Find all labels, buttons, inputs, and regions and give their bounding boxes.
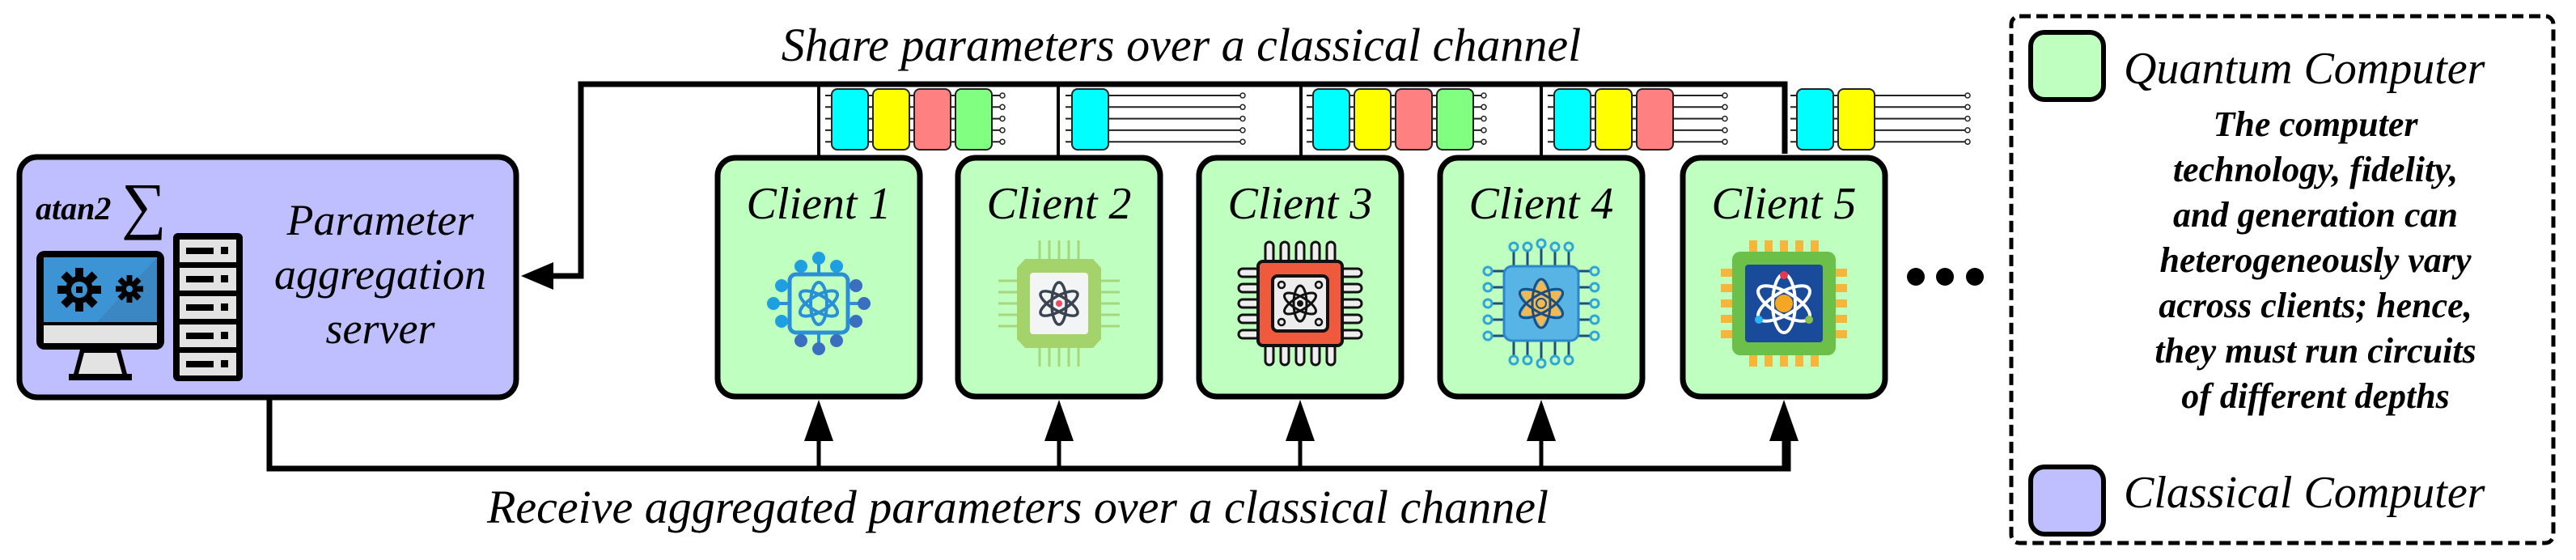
server-label-line-2: aggregation <box>274 250 486 299</box>
receive-arrowhead <box>1527 400 1556 441</box>
receive-channel <box>266 399 1799 472</box>
wire-end-marker <box>1239 127 1246 134</box>
top-caption: Share parameters over a classical channe… <box>782 19 1582 71</box>
wire-end-marker <box>1239 115 1246 122</box>
atan2-formula: atan2 <box>36 190 111 227</box>
server-rack-icon <box>173 233 243 381</box>
client-circuit-2 <box>1066 88 1246 151</box>
wire-end-marker <box>1239 92 1246 99</box>
gate-red <box>1395 88 1433 151</box>
client-card-4[interactable]: Client 4 <box>1437 155 1646 400</box>
share-arrowhead <box>521 262 553 290</box>
wire-end-marker <box>1964 127 1971 134</box>
wire-end-marker <box>1964 138 1971 145</box>
wire-end-marker <box>1239 138 1246 145</box>
legend: Quantum Computer The computer technology,… <box>2009 14 2556 545</box>
wire-end-marker <box>999 115 1006 122</box>
client-card-5[interactable]: Client 5 <box>1680 155 1888 400</box>
wire-end-marker <box>1481 115 1487 122</box>
client-label: Client 5 <box>1712 179 1857 229</box>
wire-end-marker <box>1722 92 1728 99</box>
receive-arrowhead <box>1286 400 1315 441</box>
quantum-legend-label: Quantum Computer <box>2124 44 2485 94</box>
client-label: Client 4 <box>1469 179 1614 229</box>
bottom-caption: Receive aggregated parameters over a cla… <box>486 481 1549 533</box>
quantum-chip-blue-icon <box>1482 238 1600 369</box>
client-list: Client 1 Client 2 Client 3 Client 4 Client 5 <box>714 155 1888 400</box>
wire-end-marker <box>1239 104 1246 111</box>
server-label-line-1: Parameter <box>286 196 475 244</box>
client-circuit-3 <box>1307 88 1487 151</box>
wire-end-marker <box>1722 127 1728 134</box>
more-clients-ellipsis-icon <box>1907 268 1984 286</box>
wire-end-marker <box>1722 115 1728 122</box>
client-circuit-4 <box>1548 88 1728 151</box>
gate-yellow <box>872 88 910 151</box>
client-label: Client 3 <box>1228 179 1373 229</box>
wire-end-marker <box>1722 104 1728 111</box>
client-label: Client 2 <box>987 179 1132 229</box>
client-circuit-1 <box>825 88 1006 151</box>
legend-note-line: heterogeneously vary <box>2160 240 2472 280</box>
wire-end-marker <box>999 104 1006 111</box>
wire-end-marker <box>1481 104 1487 111</box>
legend-note-line: and generation can <box>2173 195 2458 235</box>
client-card-3[interactable]: Client 3 <box>1196 155 1405 400</box>
gate-cyan <box>831 88 869 151</box>
gate-cyan <box>1553 88 1591 151</box>
wire-end-marker <box>1481 92 1487 99</box>
wire-end-marker <box>1964 92 1971 99</box>
gate-green <box>1436 88 1474 151</box>
legend-note-line: of different depths <box>2181 376 2450 416</box>
client-circuit-5 <box>1790 88 1971 151</box>
gate-cyan <box>1312 88 1350 151</box>
client-label: Client 1 <box>747 179 892 229</box>
legend-note-line: across clients; hence, <box>2159 286 2472 325</box>
gate-yellow <box>1595 88 1633 151</box>
share-channel <box>521 81 1788 290</box>
gate-cyan <box>1071 88 1109 151</box>
wire-end-marker <box>999 92 1006 99</box>
gate-red <box>913 88 951 151</box>
client-circuits <box>825 88 1971 151</box>
wire-end-marker <box>1722 138 1728 145</box>
legend-note-line: they must run circuits <box>2154 331 2476 371</box>
wire-end-marker <box>1481 138 1487 145</box>
server-label-line-3: server <box>326 304 436 353</box>
receive-arrowhead <box>804 400 833 441</box>
quantum-chip-circuit-icon <box>767 252 871 355</box>
gate-yellow <box>1837 88 1875 151</box>
quantum-legend-swatch <box>2028 30 2106 102</box>
wire-end-marker <box>999 138 1006 145</box>
gate-green <box>955 88 993 151</box>
sigma-symbol: ∑ <box>121 170 167 240</box>
wire-end-marker <box>1964 104 1971 111</box>
legend-note: The computer technology, fidelity, and gen… <box>2154 104 2476 416</box>
wire-end-marker <box>1964 115 1971 122</box>
legend-note-line: The computer <box>2214 104 2419 144</box>
quantum-chip-green-icon <box>998 240 1120 367</box>
wire-end-marker <box>1481 127 1487 134</box>
parameter-aggregation-server[interactable]: atan2 ∑ <box>16 154 519 401</box>
quantum-chip-red-icon <box>1237 240 1363 367</box>
monitor-gears-icon <box>36 251 164 380</box>
legend-note-line: technology, fidelity, <box>2173 150 2458 189</box>
classical-legend-label: Classical Computer <box>2124 468 2485 518</box>
classical-legend-swatch <box>2028 465 2106 537</box>
wire-end-marker <box>999 127 1006 134</box>
gate-yellow <box>1354 88 1392 151</box>
client-card-1[interactable]: Client 1 <box>714 155 923 400</box>
gate-red <box>1636 88 1674 151</box>
client-card-2[interactable]: Client 2 <box>955 155 1163 400</box>
quantum-chip-navy-icon <box>1721 240 1847 367</box>
receive-arrowhead <box>1769 400 1799 441</box>
receive-arrowhead <box>1044 400 1074 441</box>
gate-cyan <box>1796 88 1834 151</box>
